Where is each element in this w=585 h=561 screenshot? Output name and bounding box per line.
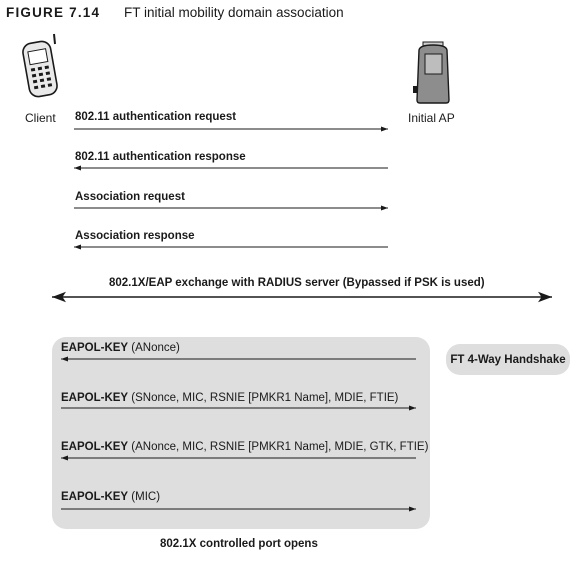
message-assoc-response: Association response [75, 230, 195, 242]
eapol-message-4: EAPOL-KEY (MIC) [61, 491, 160, 503]
handshake-label: FT 4-Way Handshake [450, 353, 566, 366]
eapol-fields: (ANonce) [128, 342, 180, 354]
eapol-key-label: EAPOL-KEY [61, 342, 129, 354]
figure-title: FT initial mobility domain association [124, 5, 344, 20]
eapol-message-1: EAPOL-KEY (ANonce) [61, 342, 180, 354]
message-auth-response: 802.11 authentication response [75, 151, 246, 163]
message-auth-request: 802.11 authentication request [75, 111, 236, 123]
eapol-fields: (ANonce, MIC, RSNIE [PMKR1 Name], MDIE, … [128, 441, 429, 453]
handshake-badge: FT 4-Way Handshake [446, 344, 570, 375]
message-bold: Association request [75, 191, 185, 203]
figure-label: FIGURE 7.14 [6, 5, 101, 20]
client-label: Client [25, 111, 56, 125]
eapol-key-label: EAPOL-KEY [61, 491, 129, 503]
eapol-message-2: EAPOL-KEY (SNonce, MIC, RSNIE [PMKR1 Nam… [61, 392, 398, 404]
mobile-phone-icon [22, 33, 58, 98]
eapol-fields: (MIC) [128, 491, 161, 503]
eapol-key-label: EAPOL-KEY [61, 441, 129, 453]
message-bold: Association response [75, 230, 195, 242]
ap-label: Initial AP [408, 111, 455, 125]
message-bold: 802.11 authentication request [75, 111, 237, 123]
eap-exchange-label: 802.1X/EAP exchange with RADIUS server (… [109, 277, 485, 289]
port-opens-label: 802.1X controlled port opens [160, 538, 318, 550]
message-bold: 802.11 authentication response [75, 151, 246, 163]
eapol-message-3: EAPOL-KEY (ANonce, MIC, RSNIE [PMKR1 Nam… [61, 441, 428, 453]
message-assoc-request: Association request [75, 191, 185, 203]
handshake-panel [52, 337, 430, 529]
eapol-key-label: EAPOL-KEY [61, 392, 129, 404]
access-point-icon [413, 41, 450, 104]
eapol-fields: (SNonce, MIC, RSNIE [PMKR1 Name], MDIE, … [128, 392, 399, 404]
